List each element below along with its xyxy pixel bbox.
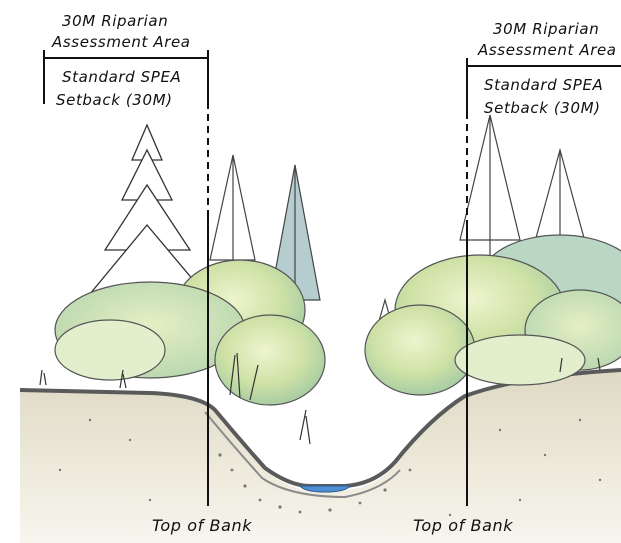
soil-cross-section	[20, 372, 621, 543]
right-assessment-label-line1: 30M Riparian	[493, 20, 599, 38]
left-setback-label-line1: Standard SPEA	[62, 68, 181, 86]
left-shrubs	[55, 260, 325, 405]
right-assessment-label-line2: Assessment Area	[478, 41, 617, 59]
left-top-of-bank-label: Top of Bank	[152, 516, 252, 535]
left-setback-label-line2: Setback (30M)	[56, 91, 173, 109]
right-setback-label-line2: Setback (30M)	[484, 99, 601, 117]
right-setback-label-line1: Standard SPEA	[484, 76, 603, 94]
left-assessment-label-line2: Assessment Area	[52, 33, 191, 51]
left-assessment-label-line1: 30M Riparian	[62, 12, 168, 30]
right-top-of-bank-label: Top of Bank	[413, 516, 513, 535]
